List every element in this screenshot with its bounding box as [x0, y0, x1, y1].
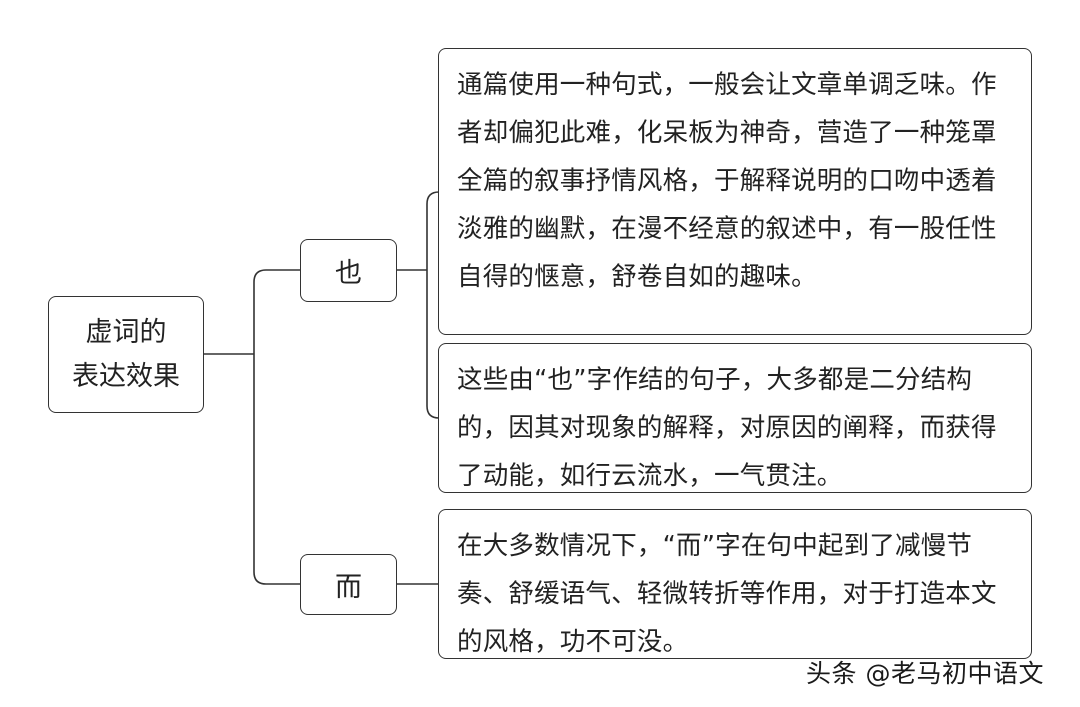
note-node-er-1[interactable]: 在大多数情况下，“而”字在句中起到了减慢节奏、舒缓语气、轻微转折等作用，对于打造…	[438, 509, 1032, 659]
note-text-ye-2: 这些由“也”字作结的句子，大多都是二分结构的，因其对现象的解释，对原因的阐释，而…	[457, 365, 997, 491]
note-text-ye-1: 通篇使用一种句式，一般会让文章单调乏味。作者却偏犯此难，化呆板为神奇，营造了一种…	[457, 70, 997, 292]
connector-ye-note1	[426, 191, 440, 270]
branch-node-ye[interactable]: 也	[300, 239, 397, 302]
source-credit: 头条 @老马初中语文	[806, 659, 1044, 688]
root-label-line2: 表达效果	[72, 360, 180, 392]
connector-trunk-ye	[253, 269, 300, 354]
connector-trunk-er	[253, 354, 300, 585]
branch-node-er[interactable]: 而	[300, 554, 397, 615]
note-node-ye-1[interactable]: 通篇使用一种句式，一般会让文章单调乏味。作者却偏犯此难，化呆板为神奇，营造了一种…	[438, 48, 1032, 335]
connector-ye-note2	[426, 270, 440, 419]
branch-label-ye: 也	[335, 258, 362, 289]
root-label-line1: 虚词的	[85, 316, 167, 348]
branch-label-er: 而	[335, 572, 362, 603]
root-node[interactable]: 虚词的 表达效果	[48, 296, 204, 413]
note-node-ye-2[interactable]: 这些由“也”字作结的句子，大多都是二分结构的，因其对现象的解释，对原因的阐释，而…	[438, 343, 1032, 493]
note-text-er-1: 在大多数情况下，“而”字在句中起到了减慢节奏、舒缓语气、轻微转折等作用，对于打造…	[457, 531, 997, 657]
